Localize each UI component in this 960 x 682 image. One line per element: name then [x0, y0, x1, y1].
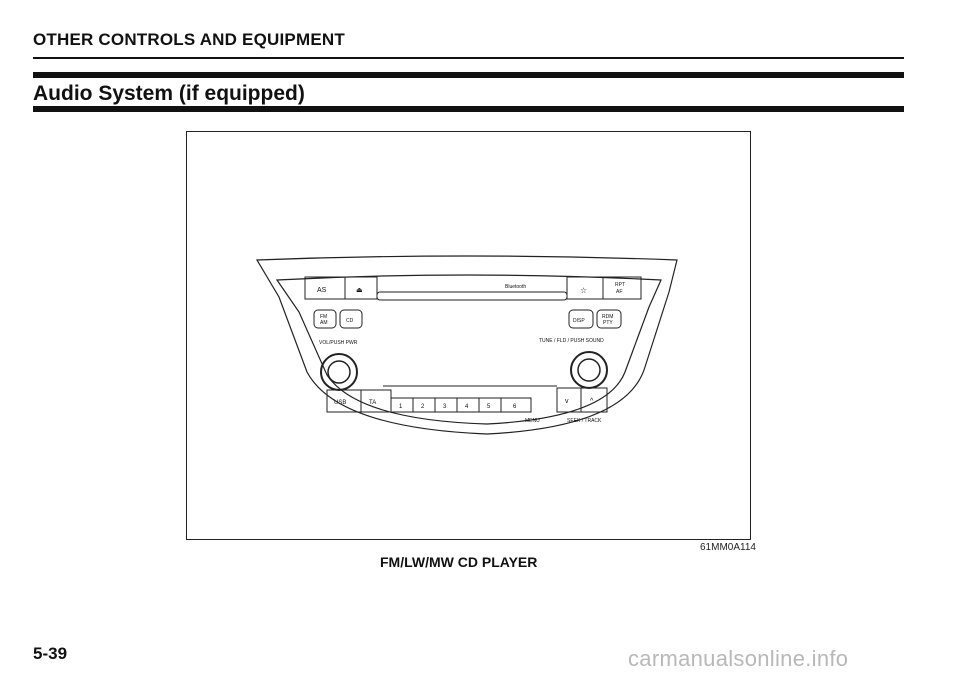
seek-down-icon: v — [565, 398, 569, 405]
tune-knob[interactable] — [570, 351, 608, 389]
as-label: AS — [317, 287, 327, 294]
figure-frame: AS ⏏ Bluetooth ☆ RPT AF FM AM CD DISP RD… — [186, 131, 751, 540]
rdm-label: RDM — [602, 314, 613, 320]
preset-buttons: 1 2 3 4 5 6 — [390, 397, 532, 413]
vol-label: VOL/PUSH PWR — [319, 340, 358, 346]
volume-knob[interactable] — [320, 353, 358, 391]
seek-down-button[interactable] — [556, 387, 582, 413]
volume-knob-inner — [327, 360, 351, 384]
tune-label: TUNE / FLD / PUSH SOUND — [539, 338, 604, 344]
usb-label: USB — [334, 400, 346, 406]
af-label: AF — [616, 289, 622, 295]
preset-2-label: 2 — [421, 404, 425, 410]
star-icon: ☆ — [580, 286, 587, 295]
preset-1-label: 1 — [399, 404, 403, 410]
bluetooth-label: Bluetooth — [505, 284, 526, 290]
watermark: carmanualsonline.info — [628, 646, 849, 671]
rdm-pty-button[interactable] — [596, 309, 622, 329]
seek-track-label: SEEK / TRACK — [567, 418, 602, 424]
eject-icon: ⏏ — [356, 287, 363, 294]
inner-bezel — [275, 274, 662, 425]
header-rule — [33, 57, 904, 59]
figure-code: 61MM0A114 — [700, 542, 756, 553]
page-number: 5-39 — [33, 644, 68, 663]
outer-bezel — [255, 255, 678, 435]
cd-button[interactable] — [339, 309, 363, 329]
preset-4-label: 4 — [465, 404, 469, 410]
disp-button[interactable] — [568, 309, 594, 329]
title-rule-top — [33, 72, 904, 78]
section-header: OTHER CONTROLS AND EQUIPMENT — [33, 30, 345, 49]
ta-label: TA — [369, 400, 376, 406]
page-title: Audio System (if equipped) — [33, 82, 305, 105]
rpt-label: RPT — [615, 282, 625, 288]
preset-6-label: 6 — [513, 404, 517, 410]
preset-5-label: 5 — [487, 404, 491, 410]
pty-label: PTY — [603, 320, 613, 326]
disp-label: DISP — [573, 318, 585, 324]
eject-button[interactable] — [344, 276, 378, 300]
menu-label: MENU — [525, 418, 540, 424]
rpt-af-button[interactable] — [602, 276, 642, 300]
tune-knob-inner — [577, 358, 601, 382]
seek-up-icon: ^ — [590, 398, 594, 405]
seek-up-button[interactable] — [580, 387, 608, 413]
am-label: AM — [320, 320, 328, 326]
audio-unit-illustration: AS ⏏ Bluetooth ☆ RPT AF FM AM CD DISP RD… — [255, 255, 678, 435]
figure-caption: FM/LW/MW CD PLAYER — [380, 554, 538, 570]
cd-label: CD — [346, 318, 354, 324]
fm-label: FM — [320, 314, 327, 320]
title-rule-bottom — [33, 106, 904, 112]
preset-3-label: 3 — [443, 404, 447, 410]
preset-6-button[interactable] — [500, 397, 532, 413]
fm-am-button[interactable] — [313, 309, 337, 329]
cd-slot — [376, 291, 568, 301]
